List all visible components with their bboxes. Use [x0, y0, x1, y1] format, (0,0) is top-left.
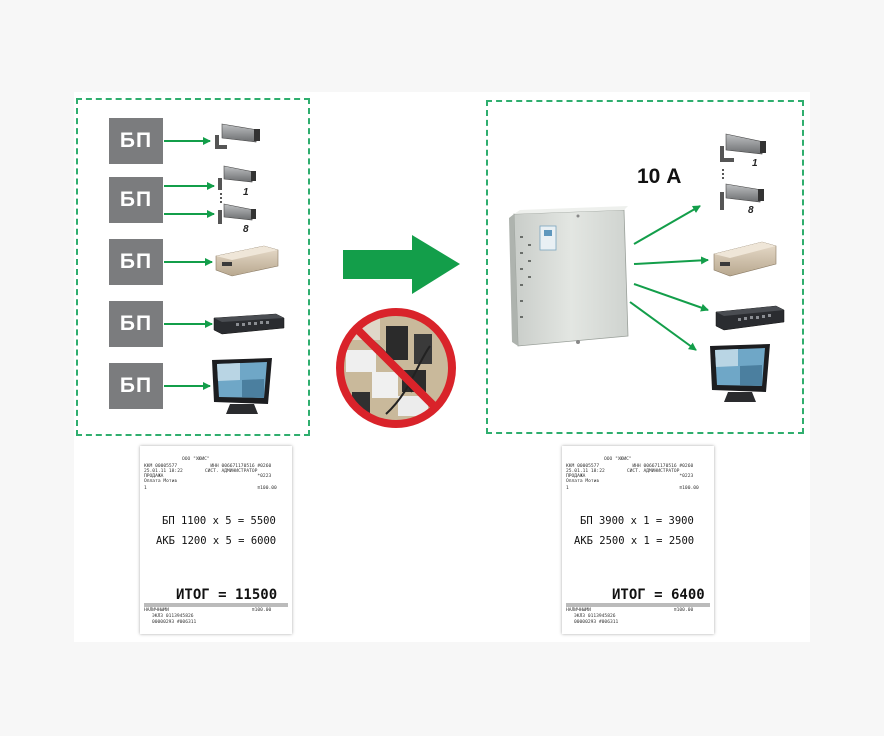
psu-box: БП	[109, 118, 163, 164]
psu-label: БП	[119, 374, 153, 397]
receipt-header-line: 1 ≡100.00	[566, 486, 699, 491]
receipt-total: ИТОГ = 11500	[176, 587, 278, 603]
psu-label: БП	[119, 250, 153, 273]
psu-box: БП	[109, 301, 163, 347]
camera-dots-icon	[722, 169, 724, 179]
receipt-after: ООО "ХЮИС" ККМ 00005577 ИНН 006671170516…	[562, 446, 714, 634]
network-switch-icon	[715, 305, 785, 331]
receipt-line-battery: АКБ 1200 x 5 = 6000	[156, 535, 277, 547]
receipt-header-line: 1 ≡100.00	[144, 486, 277, 491]
camera-icon	[215, 123, 260, 149]
receipt-divider	[144, 603, 288, 607]
network-switch-icon	[213, 313, 285, 335]
receipt-before: ООО "ХЮИС" ККМ 00005577 ИНН 006671170516…	[140, 446, 292, 634]
before-panel	[76, 98, 310, 436]
receipt-header-line: Оплата Мотив	[144, 479, 178, 484]
camera-dots-icon	[220, 193, 222, 203]
receipt-divider	[566, 603, 710, 607]
after-panel	[486, 100, 804, 434]
receipt-header-line: ООО "ХЮИС"	[604, 457, 632, 462]
receipt-header-line: ККМ 00005577 ИНН 006671170516 #0260	[566, 464, 694, 469]
current-rating-label: 10 А	[637, 165, 682, 188]
right-connector-arrows	[629, 205, 709, 351]
receipt-total: ИТОГ = 6400	[612, 587, 705, 603]
receipt-header-line: Оплата Мотив	[566, 479, 600, 484]
receipt-footer-line: ЭКЛЗ 0113945826	[574, 614, 616, 619]
psu-label: БП	[119, 188, 153, 211]
arrow-line	[633, 256, 709, 265]
dvr-recorder-icon	[215, 245, 279, 277]
camera-icon	[720, 183, 764, 210]
receipt-footer-line: ЭКЛЗ 0113945826	[152, 614, 194, 619]
left-connector-arrows	[164, 137, 215, 390]
arrow-line	[633, 283, 709, 312]
psu-label: БП	[119, 129, 153, 152]
camera-number-label: 1	[243, 187, 249, 198]
central-power-supply-icon	[509, 206, 629, 347]
receipt-header-line: ПРОДАЖА *0223	[144, 474, 272, 479]
psu-box: БП	[109, 363, 163, 409]
prohibition-sign-icon	[336, 308, 456, 428]
camera-number-label: 8	[748, 205, 754, 216]
receipt-line-psu: БП 1100 x 5 = 5500	[162, 515, 276, 527]
receipt-line-battery: АКБ 2500 x 1 = 2500	[574, 535, 695, 547]
receipt-footer-line: НАЛИЧНЫМИ ≡100.00	[144, 608, 272, 613]
receipt-footer-line: 00000293 #006311	[574, 620, 619, 625]
psu-box: БП	[109, 177, 163, 223]
receipt-header-line: ООО "ХЮИС"	[182, 457, 210, 462]
arrow-line	[633, 205, 701, 245]
receipt-header-line: 25.01.11 18:22 СИСТ. АДМИНИСТРАТОР	[566, 469, 680, 474]
camera-number-label: 8	[243, 224, 249, 235]
monitor-icon	[710, 344, 770, 402]
monitor-icon	[212, 358, 272, 414]
psu-label: БП	[119, 312, 153, 335]
receipt-header-line: ПРОДАЖА *0223	[566, 474, 694, 479]
psu-box: БП	[109, 239, 163, 285]
receipt-footer-line: НАЛИЧНЫМИ ≡100.00	[566, 608, 694, 613]
receipt-header-line: 25.01.11 18:22 СИСТ. АДМИНИСТРАТОР	[144, 469, 258, 474]
receipt-header-line: ККМ 00005577 ИНН 006671170516 #0260	[144, 464, 272, 469]
camera-icon	[218, 203, 256, 224]
receipt-footer-line: 00000293 #006311	[152, 620, 197, 625]
big-transition-arrow	[343, 235, 460, 294]
camera-icon	[218, 165, 256, 190]
dvr-recorder-icon	[713, 241, 777, 277]
camera-number-label: 1	[752, 158, 758, 169]
camera-icon	[720, 133, 766, 162]
arrow-line	[629, 301, 697, 351]
receipt-line-psu: БП 3900 x 1 = 3900	[580, 515, 694, 527]
